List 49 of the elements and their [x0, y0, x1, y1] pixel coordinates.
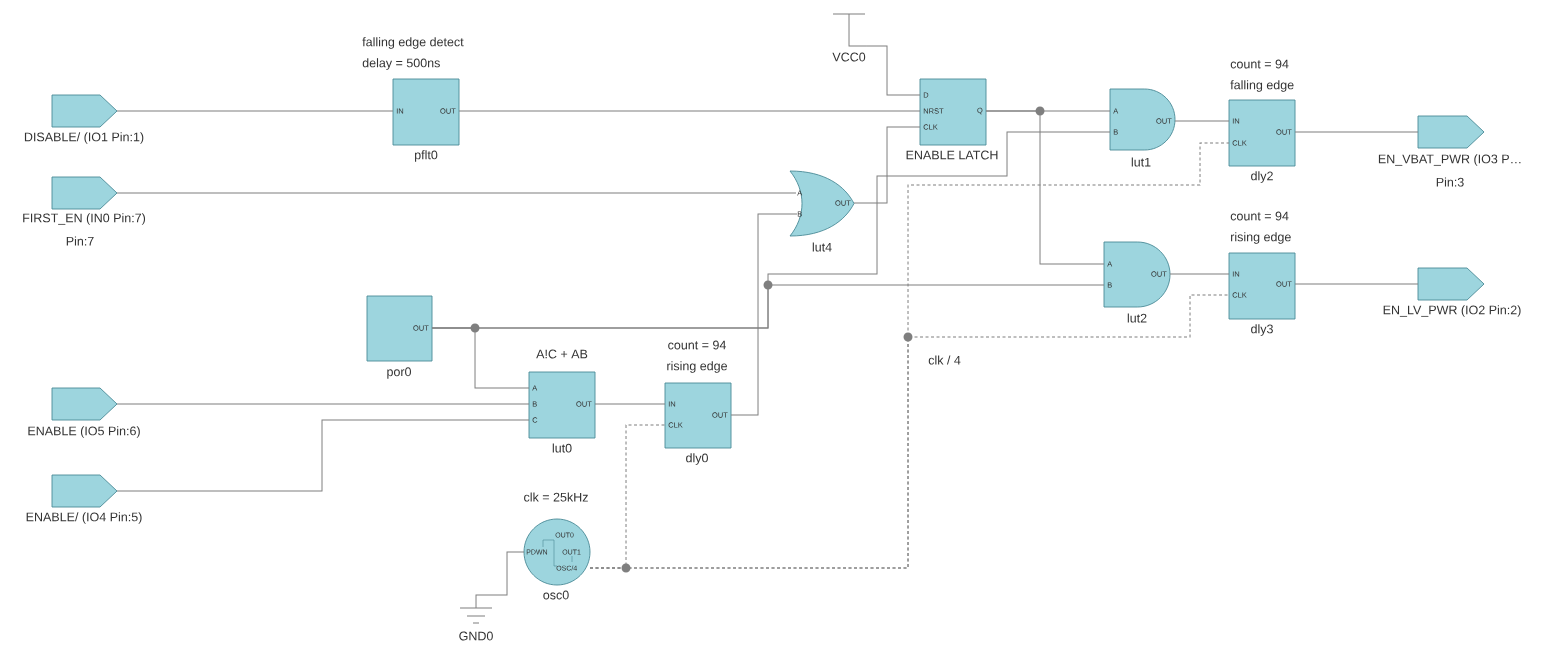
- wire: [458, 110, 921, 112]
- wire: [853, 126, 921, 204]
- parameter-text: rising edge: [1231, 232, 1291, 244]
- block-name: osc0: [543, 590, 569, 600]
- net-label: clk / 4: [928, 355, 961, 365]
- wire: [116, 403, 530, 405]
- parameter-text: rising edge: [667, 361, 727, 373]
- wire: [594, 403, 666, 405]
- parameter-text: A!C + AB: [536, 349, 588, 359]
- block-name: ENABLE/ (IO4 Pin:5): [26, 512, 142, 524]
- parameter-text: delay = 500ns: [362, 58, 440, 70]
- block-name: por0: [387, 367, 411, 379]
- block-name: EN_LV_PWR (IO2 Pin:2): [1383, 305, 1521, 317]
- block-name: Pin:7: [66, 236, 94, 246]
- parameter-text: falling edge: [1230, 80, 1294, 92]
- parameter-text: count = 94: [668, 340, 726, 350]
- wire: [475, 551, 525, 599]
- wire: [865, 45, 921, 96]
- block-name: lut4: [812, 242, 832, 252]
- wire: [116, 110, 394, 112]
- wire: [1294, 131, 1419, 133]
- block-name: DISABLE/ (IO1 Pin:1): [24, 132, 144, 144]
- block-name: pflt0: [415, 150, 438, 162]
- block-name: ENABLE LATCH: [906, 150, 998, 160]
- block-name: lut0: [552, 443, 572, 453]
- wire: [985, 110, 1105, 265]
- block-name: lut2: [1127, 313, 1147, 323]
- wire: [589, 142, 1230, 569]
- block-name: dly3: [1251, 324, 1273, 336]
- block-name: FIRST_EN (IN0 Pin:7): [23, 213, 146, 225]
- block-name: Pin:3: [1436, 177, 1464, 187]
- block-name: ENABLE (IO5 Pin:6): [28, 426, 140, 438]
- parameter-text: clk = 25kHz: [524, 492, 588, 502]
- block-name: EN_VBAT_PWR (IO3 P…: [1378, 154, 1521, 166]
- wire: [1174, 120, 1230, 122]
- block-name: GND0: [459, 631, 493, 641]
- wire: [1169, 273, 1230, 275]
- wire: [116, 419, 530, 492]
- parameter-text: falling edge detect: [362, 37, 464, 49]
- parameter-text: count = 94: [1230, 59, 1289, 69]
- block-name: dly0: [686, 453, 708, 465]
- wire: [431, 131, 1111, 329]
- wire: [730, 213, 798, 416]
- wire: [1294, 283, 1419, 285]
- block-name: lut1: [1131, 157, 1151, 167]
- block-name: dly2: [1251, 171, 1273, 183]
- parameter-text: count = 94: [1230, 211, 1289, 221]
- wire: [116, 192, 797, 194]
- block-name: VCC0: [832, 52, 866, 62]
